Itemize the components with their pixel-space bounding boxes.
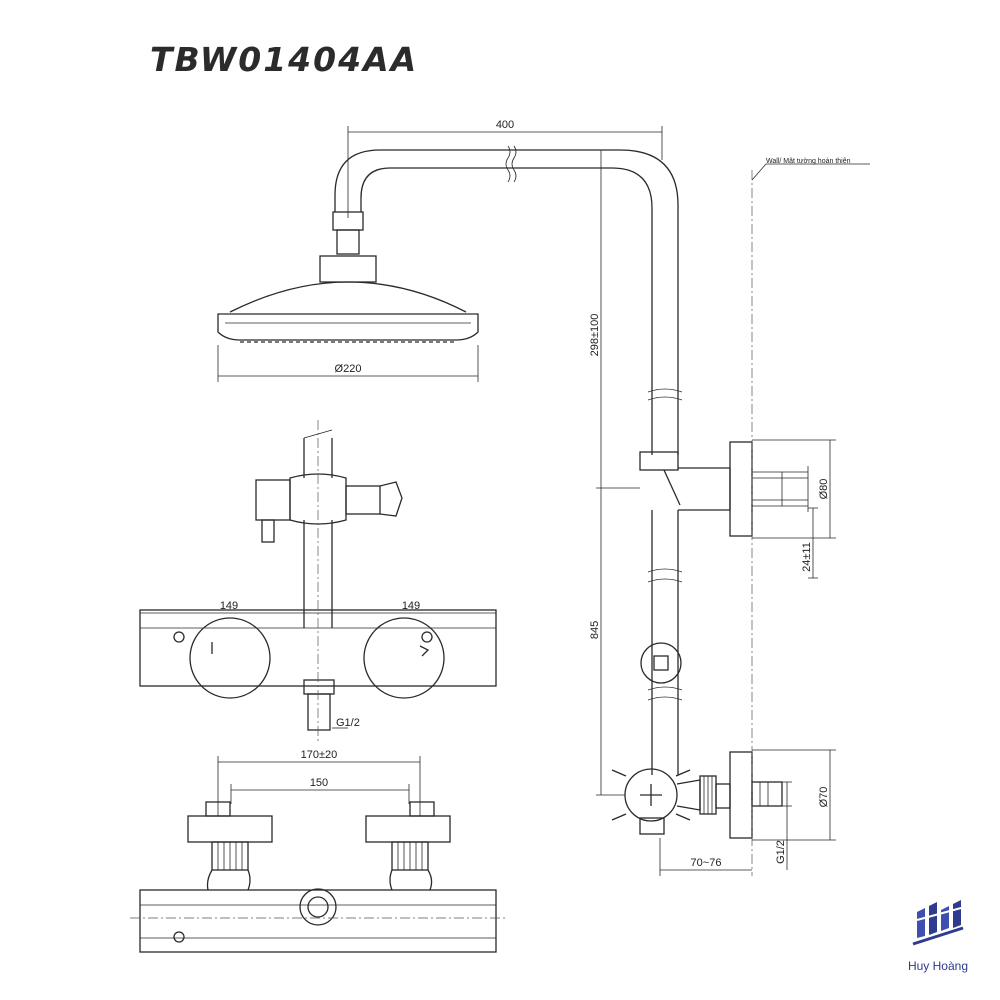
dim-arm-length: 400 (496, 119, 514, 131)
dim-head-diameter: Ø220 (335, 363, 362, 375)
brand-logo: Huy Hoàng (898, 898, 978, 973)
dim-inlet-spacing: 150 (310, 777, 328, 789)
dim-bracket-offset: 24±11 (801, 542, 813, 572)
dim-outlet-thread: G1/2 (336, 717, 360, 729)
mixer-front-view (139, 420, 497, 742)
dim-riser-to-mixer: 845 (589, 621, 601, 639)
building-logo-icon (912, 900, 964, 946)
mixer-top-view (130, 756, 506, 953)
wall-note: Wall/ Mặt tường hoàn thiện (766, 158, 851, 165)
dim-half-width-left: 149 (220, 600, 238, 612)
dim-mixer-thread: G1/2 (775, 840, 787, 864)
dim-half-width-right: 149 (402, 600, 420, 612)
dim-riser-height: 298±100 (589, 314, 601, 357)
shower-column-side-view (217, 126, 836, 876)
brand-name: Huy Hoàng (907, 959, 969, 973)
dim-flange-diameter: Ø70 (818, 787, 830, 808)
product-title: TBW01404AA (150, 40, 419, 79)
dim-bracket-diameter: Ø80 (818, 479, 830, 500)
dim-inlet-spacing-range: 170±20 (301, 749, 338, 761)
dim-mixer-projection: 70~76 (691, 857, 722, 869)
